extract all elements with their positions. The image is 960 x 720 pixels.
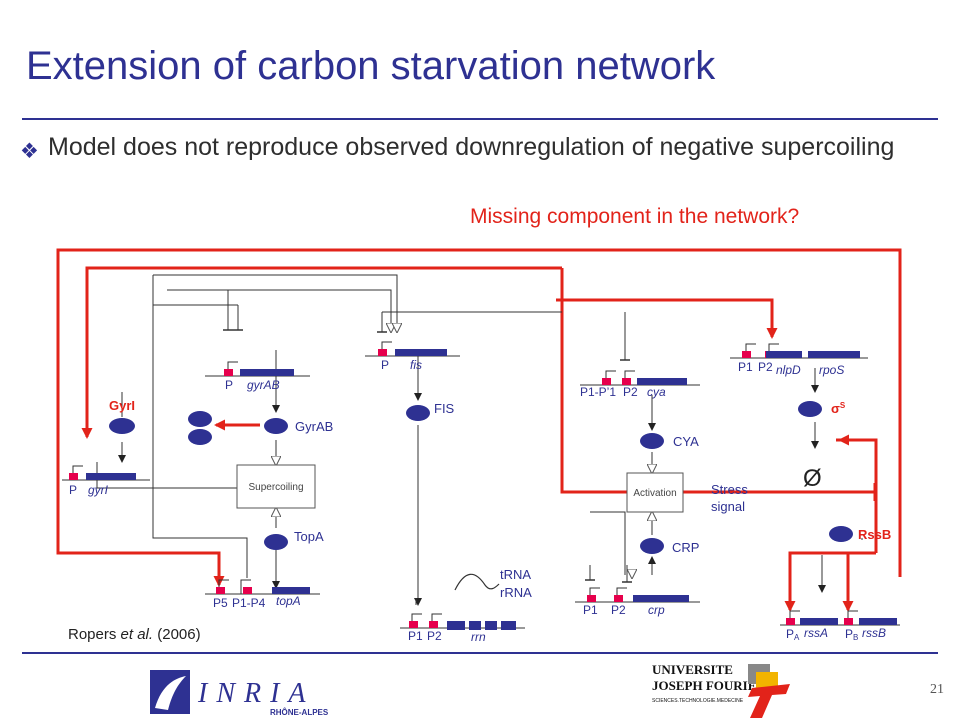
label-gene-rrn: rrn <box>471 630 486 644</box>
protein-gyrAB-dimer-top <box>188 411 212 427</box>
label-rna-2: rRNA <box>500 585 532 600</box>
gene-rrn <box>400 573 525 630</box>
label-protein-gyrAB: GyrAB <box>295 419 333 434</box>
activation-box <box>626 472 684 513</box>
protein-cya <box>640 433 664 449</box>
label-protein-crp: CRP <box>672 540 699 555</box>
label-crp-P2: P2 <box>611 603 626 617</box>
supercoiling-label: Supercoiling <box>248 482 303 493</box>
label-rna-1: tRNA <box>500 567 531 582</box>
ujf-logo-red-mark <box>748 684 790 718</box>
bullet-point: ❖ Model does not reproduce observed down… <box>20 131 940 164</box>
inria-logo-subtext: RHÔNE-ALPES <box>270 708 329 717</box>
gene-gyrAB <box>205 361 310 377</box>
protein-rssB <box>829 526 853 542</box>
label-promoter-fis: P <box>381 358 389 372</box>
label-promoter-gyrI: P <box>69 483 77 497</box>
protein-gyrAB-dimer-bottom <box>188 429 212 445</box>
label-gene-nlpD: nlpD <box>776 363 801 377</box>
footer-divider <box>22 652 938 654</box>
label-stress-2: signal <box>711 499 745 514</box>
label-gene-gyrAB: gyrAB <box>247 378 280 392</box>
ujf-logo-line3: SCIENCES.TECHNOLOGIE.MEDECINE <box>652 698 744 704</box>
label-protein-sigmaS: σS <box>831 401 846 416</box>
label-protein-gyrI: GyrI <box>109 398 135 413</box>
activation-label: Activation <box>633 488 676 499</box>
gene-rssA-rssB <box>780 610 900 626</box>
regulatory-links <box>96 274 863 606</box>
label-nlpD-P1: P1 <box>738 360 753 374</box>
label-rrn-P2: P2 <box>427 629 442 643</box>
label-promoter-PA: PA <box>786 627 800 642</box>
protein-fis <box>406 405 430 421</box>
slide-title: Extension of carbon starvation network <box>26 44 716 88</box>
ujf-logo-line1: UNIVERSITE <box>652 662 733 677</box>
gene-topA <box>205 579 320 595</box>
title-divider <box>22 118 938 120</box>
degradation-symbol: Ø <box>803 465 822 492</box>
gene-gyrI <box>62 465 150 481</box>
label-gene-rssB: rssB <box>862 626 886 640</box>
protein-gyrI <box>109 418 135 434</box>
label-promoter-gyrAB: P <box>225 378 233 392</box>
label-gene-fis: fis <box>410 358 422 372</box>
label-promoter-P5: P5 <box>213 596 228 610</box>
gene-cya <box>580 370 700 386</box>
label-gene-rpoS: rpoS <box>819 363 844 377</box>
ujf-logo-line2: JOSEPH FOURIER <box>652 678 766 693</box>
protein-gyrAB <box>264 418 288 434</box>
missing-component-links <box>56 248 902 612</box>
label-gene-rssA: rssA <box>804 626 828 640</box>
label-gene-cya: cya <box>647 385 666 399</box>
label-gene-crp: crp <box>648 603 665 617</box>
bullet-text: Model does not reproduce observed downre… <box>48 133 895 161</box>
label-stress-1: Stress <box>711 482 748 497</box>
protein-topA <box>264 534 288 550</box>
gene-nlpD-rpoS <box>730 343 868 359</box>
gene-crp <box>575 587 700 603</box>
label-rrn-P1: P1 <box>408 629 423 643</box>
label-cya-P2: P2 <box>623 385 638 399</box>
label-protein-cya: CYA <box>673 434 699 449</box>
label-protein-fis: FIS <box>434 401 455 416</box>
label-promoter-PB: PB <box>845 627 858 642</box>
label-protein-topA: TopA <box>294 529 324 544</box>
page-number: 21 <box>930 682 944 697</box>
label-nlpD-P2: P2 <box>758 360 773 374</box>
inria-logo-text: INRIA <box>197 678 315 709</box>
label-protein-rssB: RssB <box>858 527 891 542</box>
protein-crp <box>640 538 664 554</box>
label-cya-P1P1: P1-P’1 <box>580 385 616 399</box>
missing-component-question: Missing component in the network? <box>470 205 800 228</box>
citation: Ropers et al. (2006) <box>68 626 201 643</box>
diamond-bullet-icon: ❖ <box>20 140 39 163</box>
protein-sigmaS <box>798 401 822 417</box>
label-gene-topA: topA <box>276 594 301 608</box>
label-promoter-P1P4: P1-P4 <box>232 596 266 610</box>
inria-logo: INRIA RHÔNE-ALPES <box>150 670 329 717</box>
supercoiling-box <box>236 464 316 509</box>
label-gene-gyrI: gyrI <box>88 483 109 497</box>
gene-fis <box>365 341 460 357</box>
ujf-logo: UNIVERSITE JOSEPH FOURIER SCIENCES.TECHN… <box>652 662 790 718</box>
label-crp-P1: P1 <box>583 603 598 617</box>
